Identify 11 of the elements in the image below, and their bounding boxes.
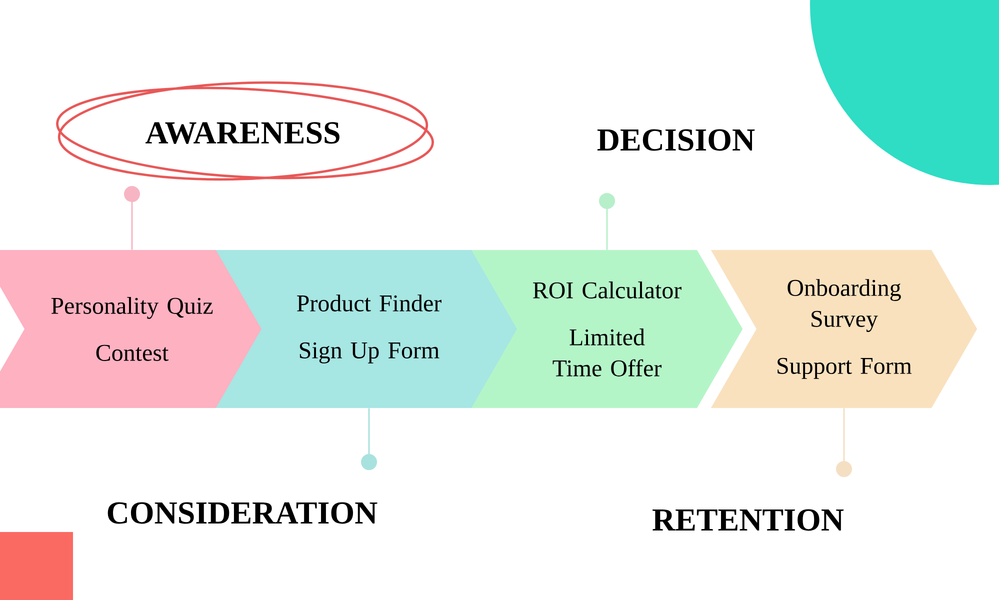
chevron-box: ROI Calculator Limited Time Offer	[471, 250, 743, 408]
stage-heading: CONSIDERATION	[108, 502, 378, 524]
stage-heading: DECISION	[597, 129, 755, 151]
chevron-box: Onboarding Survey Support Form	[710, 250, 978, 408]
stage-heading: RETENTION	[652, 509, 844, 531]
leader-line	[836, 408, 852, 478]
leader-line	[599, 192, 615, 250]
leader-line	[124, 186, 140, 250]
stage-heading: AWARENESS	[146, 122, 340, 144]
chevron-box: Product Finder Sign Up Form	[216, 250, 522, 408]
leader-line	[361, 408, 377, 470]
